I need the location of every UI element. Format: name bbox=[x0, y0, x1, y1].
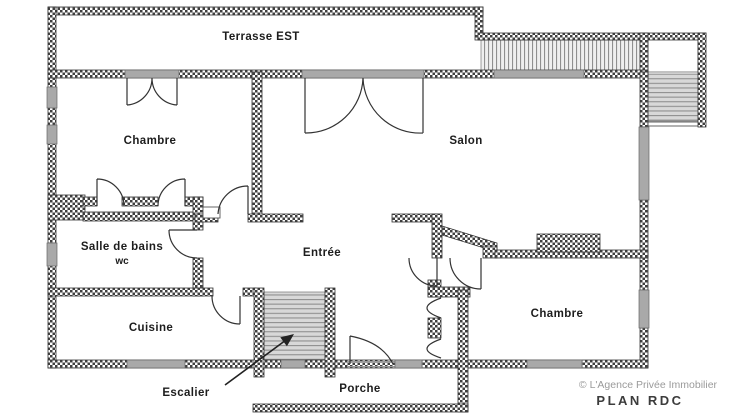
wall-left bbox=[47, 6, 57, 369]
wall-right-a bbox=[639, 71, 649, 128]
watermark: © L'Agence Privée Immobilier PLAN RDC bbox=[579, 379, 718, 408]
wall-stair-right bbox=[324, 287, 336, 378]
wall-entree-north-b bbox=[247, 213, 304, 223]
door-lintel bbox=[124, 69, 180, 79]
window bbox=[394, 359, 423, 369]
wall-stairs-left-top bbox=[639, 32, 649, 73]
wall-sdb-top bbox=[82, 211, 196, 222]
label-entree: Entrée bbox=[303, 247, 341, 259]
window bbox=[46, 242, 58, 267]
label-escalier: Escalier bbox=[162, 387, 209, 399]
label-salon: Salon bbox=[449, 135, 482, 147]
wall-salon-east-post bbox=[431, 213, 443, 259]
wall-chambre1-south-b bbox=[121, 196, 159, 207]
window bbox=[46, 86, 58, 109]
front-door-threshold bbox=[348, 361, 395, 367]
wall-porch-bottom bbox=[252, 403, 469, 413]
escalier-arrow bbox=[224, 334, 294, 386]
label-chambre1: Chambre bbox=[124, 135, 177, 147]
exterior-staircase bbox=[647, 38, 699, 127]
wall-chambre1-salon bbox=[251, 71, 263, 219]
door-chambre1-a bbox=[96, 178, 125, 207]
wall-hall-link bbox=[427, 286, 471, 298]
door-hall-b bbox=[426, 338, 442, 359]
door-cuisine bbox=[211, 295, 241, 325]
label-wc: wc bbox=[114, 256, 129, 267]
wall-block-sdb bbox=[47, 194, 86, 221]
label-porche: Porche bbox=[339, 383, 380, 395]
walls bbox=[47, 6, 707, 413]
wall-terrace-top bbox=[47, 6, 484, 16]
door-french-chambre1 bbox=[126, 77, 178, 106]
wall-bottom bbox=[47, 359, 649, 369]
wall-cuisine-top bbox=[47, 287, 214, 297]
plan-name-text: PLAN RDC bbox=[596, 393, 683, 408]
label-terrasse: Terrasse EST bbox=[222, 31, 299, 43]
door-lintel bbox=[301, 69, 425, 79]
door-lintel bbox=[493, 69, 585, 79]
door-chambre1-b bbox=[157, 178, 186, 207]
wall-hall-post bbox=[427, 317, 442, 339]
wall-sdb-right-a bbox=[192, 196, 204, 231]
wall-deck-top bbox=[477, 32, 707, 41]
fireplace bbox=[536, 233, 601, 253]
window bbox=[126, 359, 186, 369]
window bbox=[638, 289, 650, 329]
wall-chambre1-south-a bbox=[82, 196, 98, 207]
wall-stairs-right bbox=[697, 32, 707, 128]
doors bbox=[96, 77, 482, 365]
copyright-text: © L'Agence Privée Immobilier bbox=[579, 379, 718, 391]
wall-stair-left bbox=[253, 287, 265, 378]
label-salle-de-bains: Salle de bains bbox=[81, 241, 163, 253]
window bbox=[46, 124, 58, 145]
wall-right-b bbox=[639, 199, 649, 291]
label-chambre2: Chambre bbox=[531, 308, 584, 320]
door-hall-a bbox=[426, 297, 442, 319]
door-chambre2-north bbox=[449, 257, 482, 290]
exterior-deck-strip bbox=[480, 39, 641, 72]
window bbox=[638, 126, 650, 201]
door-french-salon bbox=[304, 77, 424, 134]
label-cuisine: Cuisine bbox=[129, 322, 173, 334]
door-chambre1-nook bbox=[217, 185, 249, 215]
step bbox=[202, 206, 221, 219]
window bbox=[526, 359, 583, 369]
room-labels: Terrasse EST Chambre Salon Salle de bain… bbox=[81, 31, 583, 399]
door-sdb bbox=[168, 229, 198, 259]
door-entree-east bbox=[408, 257, 438, 287]
window bbox=[280, 359, 306, 369]
door-front bbox=[349, 335, 394, 365]
wall-chambre2-west bbox=[457, 289, 469, 413]
